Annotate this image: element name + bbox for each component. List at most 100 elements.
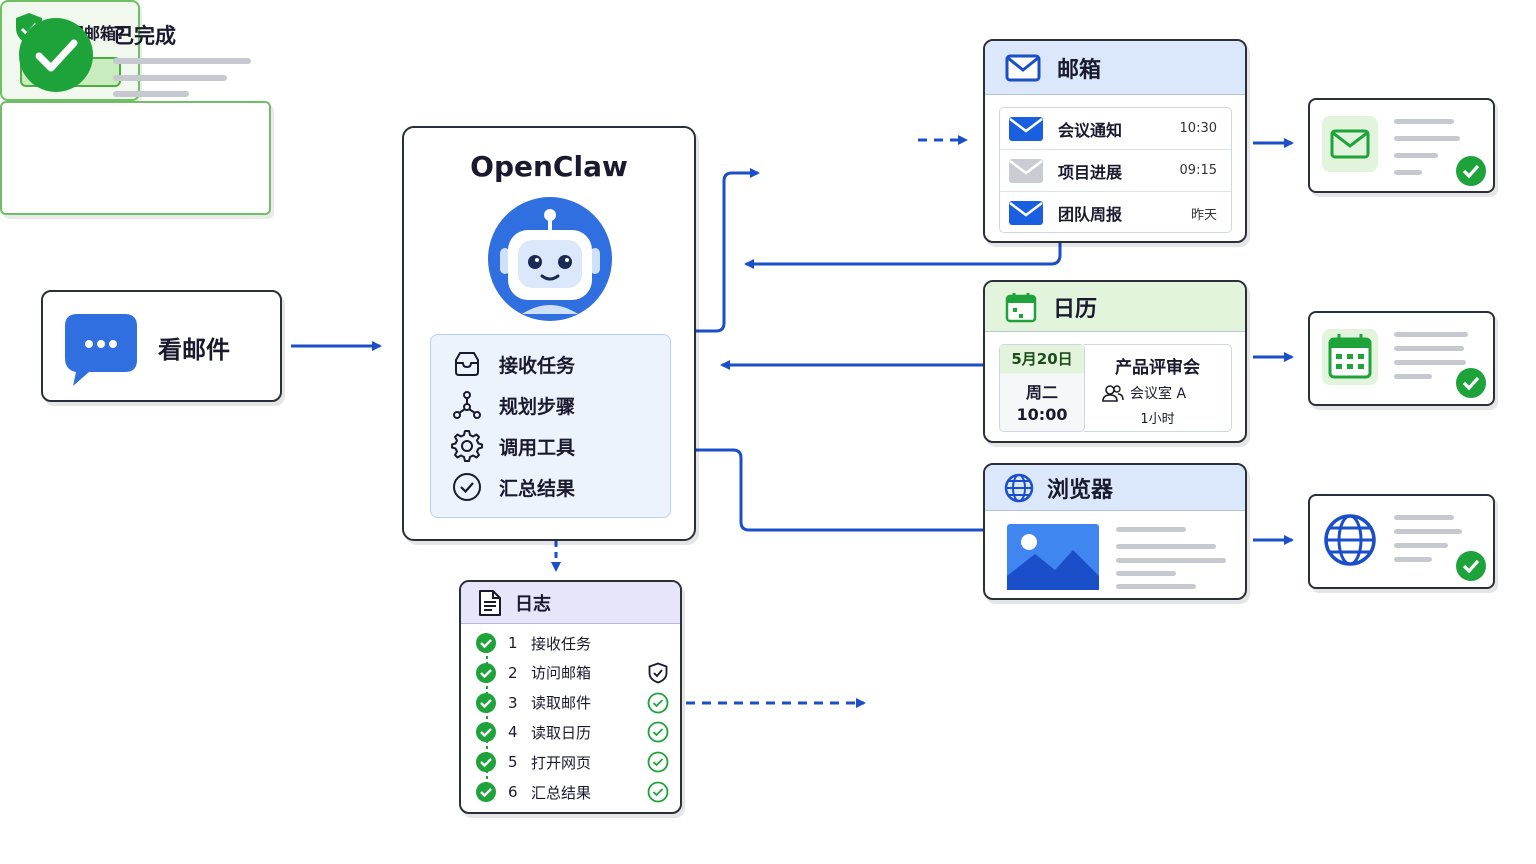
check-circle-icon xyxy=(647,781,669,803)
success-check-icon xyxy=(1456,551,1486,581)
event-room: 会议室 A xyxy=(1130,386,1187,402)
mail-item[interactable]: 会议通知 10:30 xyxy=(1000,108,1231,150)
globe-result-icon xyxy=(1324,514,1376,566)
completed-card: 已完成 xyxy=(0,18,271,215)
arrow-agent-to-browser xyxy=(696,448,983,532)
check-circle-icon xyxy=(647,721,669,743)
arrow-agent-to-permission xyxy=(696,168,760,333)
done-check-icon xyxy=(476,752,496,773)
mail-subject: 项目进展 xyxy=(1058,162,1123,182)
step-label: 汇总结果 xyxy=(499,477,576,500)
text-line xyxy=(1394,346,1464,351)
step-label: 接收任务 xyxy=(499,354,576,377)
event-weekday: 周二 xyxy=(1025,383,1058,402)
shield-check-icon xyxy=(648,662,668,684)
event-date-block: 5月20日 周二 10:00 xyxy=(999,344,1085,432)
log-entry-number: 4 xyxy=(508,723,518,742)
globe-icon xyxy=(1004,473,1034,502)
calendar-result-icon xyxy=(1322,329,1378,385)
robot-icon xyxy=(488,197,612,321)
text-line xyxy=(1394,170,1422,175)
done-check-icon xyxy=(476,722,496,743)
check-circle-icon xyxy=(647,751,669,773)
log-title: 日志 xyxy=(515,593,551,615)
browser-window: 浏览器 xyxy=(983,463,1247,600)
event-date: 5月20日 xyxy=(1000,345,1084,373)
log-entry-number: 5 xyxy=(508,753,518,772)
step-plan: 规划步骤 xyxy=(451,388,575,422)
success-check-icon xyxy=(1456,156,1486,186)
text-line xyxy=(1394,543,1448,548)
image-placeholder-icon[interactable] xyxy=(1007,524,1099,590)
agent-card: OpenClaw 接收任务 规划步骤 调用工具 汇总结果 xyxy=(402,126,696,541)
mail-list: 会议通知 10:30 项目进展 09:15 团队周报 昨天 xyxy=(999,107,1232,233)
big-check-icon xyxy=(19,18,93,92)
log-entry-number: 1 xyxy=(508,634,518,652)
text-line xyxy=(113,58,251,64)
mail-item[interactable]: 团队周报 昨天 xyxy=(1000,192,1231,234)
calendar-result-card xyxy=(1308,311,1495,406)
unread-mail-icon xyxy=(1009,201,1043,225)
mail-result-card xyxy=(1308,98,1495,193)
mail-result-icon xyxy=(1322,116,1378,172)
done-check-icon xyxy=(476,782,496,802)
log-entry: 4 读取日历 xyxy=(461,720,680,744)
done-check-icon xyxy=(476,633,496,653)
log-entry-text: 访问邮箱 xyxy=(531,664,592,683)
calendar-window: 日历 5月20日 周二 10:00 产品评审会 会议室 A 1小时 xyxy=(983,280,1247,443)
chat-bubble-icon xyxy=(65,314,137,386)
log-entry-text: 汇总结果 xyxy=(531,783,592,802)
event-duration: 1小时 xyxy=(1140,412,1175,427)
mail-subject: 团队周报 xyxy=(1058,205,1123,224)
inbox-icon xyxy=(455,352,479,376)
user-request-card[interactable]: 看邮件 xyxy=(41,290,282,402)
mailbox-title: 邮箱 xyxy=(1057,57,1102,83)
text-line xyxy=(1394,136,1460,141)
calendar-header: 日历 xyxy=(985,282,1245,332)
mail-item[interactable]: 项目进展 09:15 xyxy=(1000,150,1231,192)
event-details[interactable]: 产品评审会 会议室 A 1小时 xyxy=(1084,344,1232,432)
read-mail-icon xyxy=(1009,158,1043,183)
done-check-icon xyxy=(476,692,496,713)
log-entry-text: 读取日历 xyxy=(531,723,592,742)
log-entry-text: 接收任务 xyxy=(531,634,592,653)
mailbox-header: 邮箱 xyxy=(985,41,1245,95)
arrow-mailbox-back-to-agent xyxy=(744,243,1062,269)
calendar-title: 日历 xyxy=(1053,296,1098,322)
document-icon xyxy=(479,589,501,616)
mail-time: 昨天 xyxy=(1190,207,1217,223)
success-check-icon xyxy=(1456,368,1486,398)
people-icon xyxy=(1102,385,1124,402)
text-line xyxy=(1394,557,1432,562)
step-receive-task: 接收任务 xyxy=(451,347,575,381)
log-entry-text: 读取邮件 xyxy=(531,694,592,713)
event-room-row: 会议室 A xyxy=(1102,383,1186,403)
text-line xyxy=(1394,360,1466,365)
text-line xyxy=(1394,153,1438,158)
text-line xyxy=(1394,332,1468,337)
browser-header: 浏览器 xyxy=(985,465,1245,511)
mail-time: 09:15 xyxy=(1179,163,1217,178)
mail-subject: 会议通知 xyxy=(1058,120,1123,140)
envelope-icon xyxy=(1005,54,1041,81)
event-time: 10:00 xyxy=(1016,405,1068,424)
text-line xyxy=(113,91,189,97)
calendar-icon xyxy=(1005,292,1037,322)
branch-icon xyxy=(453,391,481,419)
text-line xyxy=(1116,584,1196,589)
text-line xyxy=(1116,571,1176,576)
check-circle-icon xyxy=(453,473,481,501)
browser-title: 浏览器 xyxy=(1047,477,1114,503)
check-circle-icon xyxy=(647,692,669,713)
log-entry: 1 接收任务 xyxy=(461,631,680,655)
text-line xyxy=(1394,119,1454,124)
step-label: 调用工具 xyxy=(499,436,576,459)
text-line xyxy=(1116,527,1186,532)
text-line xyxy=(1116,558,1226,563)
mailbox-window: 邮箱 会议通知 10:30 项目进展 09:15 团队周报 昨天 xyxy=(983,39,1247,243)
browser-result-card xyxy=(1308,494,1495,589)
